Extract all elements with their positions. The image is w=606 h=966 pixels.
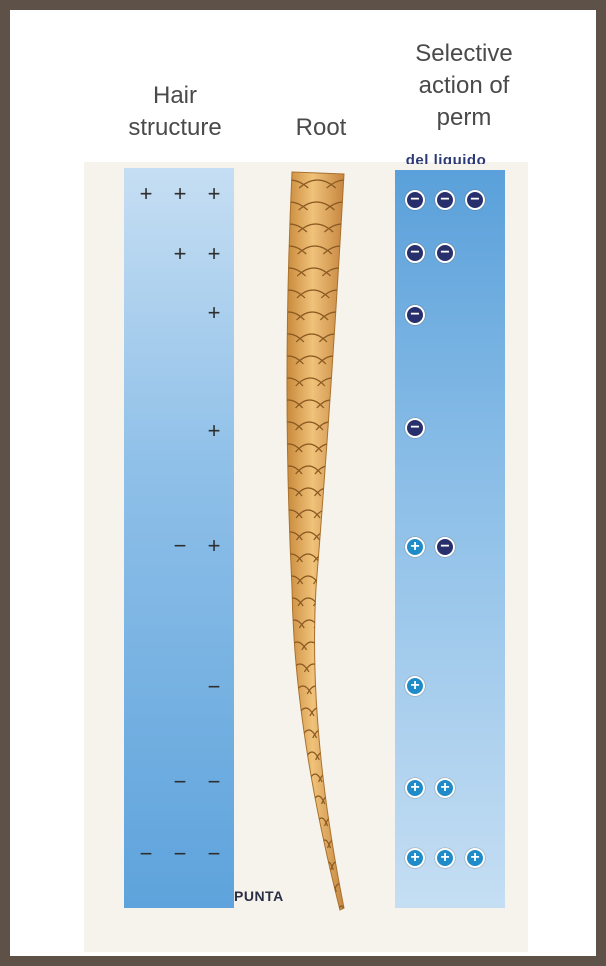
positive-ion-icon: + xyxy=(435,848,455,868)
positive-charge-sign: + xyxy=(206,183,222,205)
cuticle-scale xyxy=(331,796,344,804)
positive-ion-icon: + xyxy=(405,537,425,557)
positive-charge-sign: + xyxy=(172,183,188,205)
positive-charge-sign: + xyxy=(206,420,222,442)
cuticle-scale xyxy=(320,686,337,694)
negative-ion-icon: − xyxy=(435,190,455,210)
negative-charge-sign: − xyxy=(172,843,188,865)
heading-line: action of xyxy=(390,70,538,102)
cuticle-scale xyxy=(336,840,347,848)
cuticle-scale xyxy=(316,642,335,650)
cuticle-scale xyxy=(327,752,342,760)
cuticle-scale xyxy=(330,906,339,914)
cuticle-scale xyxy=(339,862,349,870)
positive-ion-icon: + xyxy=(405,848,425,868)
negative-charge-sign: − xyxy=(206,843,222,865)
heading-line: Root xyxy=(276,112,366,144)
positive-charge-sign: + xyxy=(206,302,222,324)
cuticle-scale xyxy=(341,884,351,892)
positive-ion-icon: + xyxy=(435,778,455,798)
hair-strand-illustration xyxy=(268,168,358,916)
negative-ion-icon: − xyxy=(405,418,425,438)
heading-line: Selective xyxy=(390,38,538,70)
negative-charge-sign: − xyxy=(138,843,154,865)
negative-ion-icon: − xyxy=(405,190,425,210)
hair-structure-heading: Hair structure xyxy=(106,80,244,144)
heading-line: Hair xyxy=(106,80,244,112)
negative-ion-icon: − xyxy=(435,537,455,557)
cuticle-scale xyxy=(344,906,353,914)
negative-ion-icon: − xyxy=(435,243,455,263)
positive-ion-icon: + xyxy=(405,676,425,696)
cuticle-scale xyxy=(314,620,334,628)
positive-charge-sign: + xyxy=(206,243,222,265)
selective-action-heading: Selective action of perm xyxy=(390,38,538,134)
positive-charge-sign: + xyxy=(172,243,188,265)
cuticle-scale xyxy=(318,664,336,672)
negative-ion-icon: − xyxy=(465,190,485,210)
positive-ion-icon: + xyxy=(405,778,425,798)
liquid-label-cropped: del liquido xyxy=(378,150,514,164)
positive-charge-sign: + xyxy=(206,535,222,557)
cuticle-scale xyxy=(334,818,346,826)
negative-charge-sign: − xyxy=(172,535,188,557)
cuticle-scale xyxy=(324,730,340,738)
heading-line: perm xyxy=(390,102,538,134)
negative-charge-sign: − xyxy=(172,771,188,793)
tip-label: PUNTA xyxy=(234,888,284,904)
positive-ion-icon: + xyxy=(465,848,485,868)
root-heading: Root xyxy=(276,112,366,144)
negative-charge-sign: − xyxy=(206,676,222,698)
cuticle-scale xyxy=(322,708,338,716)
hair-shaft xyxy=(287,172,344,910)
negative-ion-icon: − xyxy=(405,243,425,263)
heading-line: structure xyxy=(106,112,244,144)
cuticle-scale xyxy=(313,598,334,606)
cuticle-scale xyxy=(329,774,343,782)
positive-charge-sign: + xyxy=(138,183,154,205)
negative-charge-sign: − xyxy=(206,771,222,793)
negative-ion-icon: − xyxy=(405,305,425,325)
